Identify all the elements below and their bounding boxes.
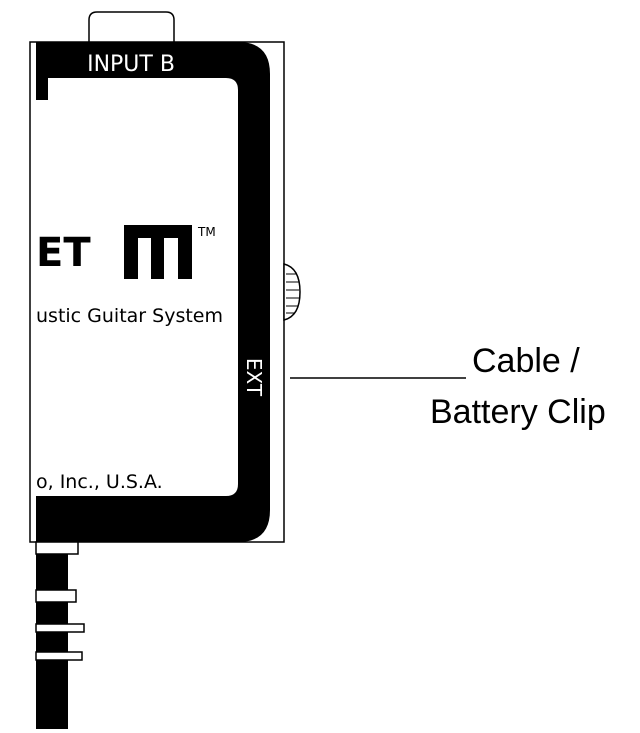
maker-text: o, Inc., U.S.A.	[36, 471, 163, 493]
thumb-wheel	[283, 263, 301, 321]
bottom-connector	[35, 541, 85, 729]
callout-label-line2: Battery Clip	[430, 393, 606, 431]
product-line-text: ustic Guitar System	[36, 305, 223, 327]
callout-label-line1: Cable /	[472, 342, 580, 380]
thumb-wheel-ridges	[286, 273, 299, 314]
trademark-mark: TM	[197, 225, 216, 239]
input-b-label: INPUT B	[87, 52, 175, 77]
input-jack	[88, 11, 175, 42]
frame-notch	[36, 78, 48, 100]
logo-text: ET	[36, 230, 91, 276]
ext-label: EXT	[242, 358, 266, 397]
logo-m-mark	[124, 225, 192, 279]
black-frame	[36, 42, 270, 542]
